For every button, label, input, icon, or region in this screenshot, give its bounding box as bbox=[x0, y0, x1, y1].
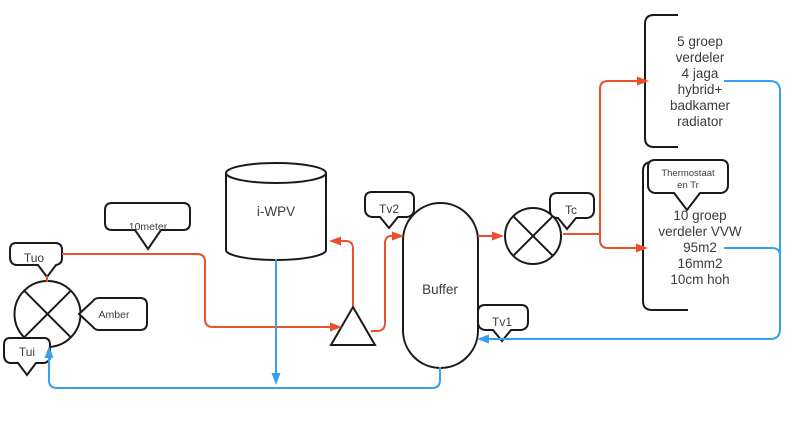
tv2-tag bbox=[364, 191, 415, 230]
return-buffer-to-unit bbox=[44, 346, 441, 389]
tuo-label: Tuo bbox=[24, 251, 45, 265]
thermostaat-tag bbox=[647, 159, 729, 212]
tui-label: Tui bbox=[19, 345, 35, 359]
svg-text:5 groep: 5 groep bbox=[677, 34, 723, 49]
tv1-tag bbox=[477, 304, 529, 343]
group5-bracket bbox=[644, 14, 678, 148]
svg-text:95m2: 95m2 bbox=[683, 240, 717, 255]
tc-tag bbox=[549, 192, 595, 231]
svg-text:4 jaga: 4 jaga bbox=[682, 66, 719, 81]
group5-label: 5 groep verdeler 4 jaga hybrid+ badkamer… bbox=[670, 34, 731, 129]
pump-triangle-symbol bbox=[329, 305, 377, 346]
cross-diagonal bbox=[23, 289, 72, 339]
svg-text:Thermostaat: Thermostaat bbox=[661, 168, 715, 179]
iwpv-label: i-WPV bbox=[257, 204, 295, 219]
amber-label: Amber bbox=[99, 309, 130, 321]
supply-to-group5 bbox=[599, 76, 649, 234]
svg-text:badkamer: badkamer bbox=[670, 98, 731, 113]
amber-tag bbox=[77, 297, 148, 331]
supply-pump-to-iwpv bbox=[329, 236, 354, 306]
thermostaat-label: Thermostaat en Tr bbox=[661, 168, 715, 191]
svg-text:16mm2: 16mm2 bbox=[677, 256, 722, 271]
buffer-label: Buffer bbox=[422, 282, 458, 297]
tui-tag bbox=[3, 337, 51, 377]
tv1-label: Tv1 bbox=[492, 315, 512, 329]
svg-text:10cm hoh: 10cm hoh bbox=[670, 272, 729, 287]
pipe-length-tag bbox=[104, 202, 191, 251]
mixing-valve-symbol bbox=[504, 207, 562, 265]
supply-to-group10 bbox=[599, 234, 648, 253]
cross-diagonal bbox=[512, 215, 554, 257]
group10-label: 10 groep verdeler VVW 95m2 16mm2 10cm ho… bbox=[658, 208, 742, 287]
supply-tuo-to-pump bbox=[62, 253, 342, 332]
supply-pump-to-buffer bbox=[371, 231, 404, 332]
pipe-length-label: 10meter bbox=[129, 221, 168, 233]
svg-text:verdeler: verdeler bbox=[676, 50, 725, 65]
svg-text:radiator: radiator bbox=[677, 114, 723, 129]
tc-label: Tc bbox=[565, 203, 577, 217]
svg-text:en Tr: en Tr bbox=[677, 180, 699, 191]
tv2-label: Tv2 bbox=[379, 202, 399, 216]
iwpv-tank bbox=[225, 162, 327, 261]
svg-text:10 groep: 10 groep bbox=[673, 208, 726, 223]
return-group10-join bbox=[724, 247, 781, 258]
cylinder-top bbox=[225, 162, 327, 184]
svg-text:verdeler VVW: verdeler VVW bbox=[658, 224, 742, 239]
return-groups-to-buffer bbox=[477, 80, 781, 344]
svg-text:hybrid+: hybrid+ bbox=[678, 82, 723, 97]
